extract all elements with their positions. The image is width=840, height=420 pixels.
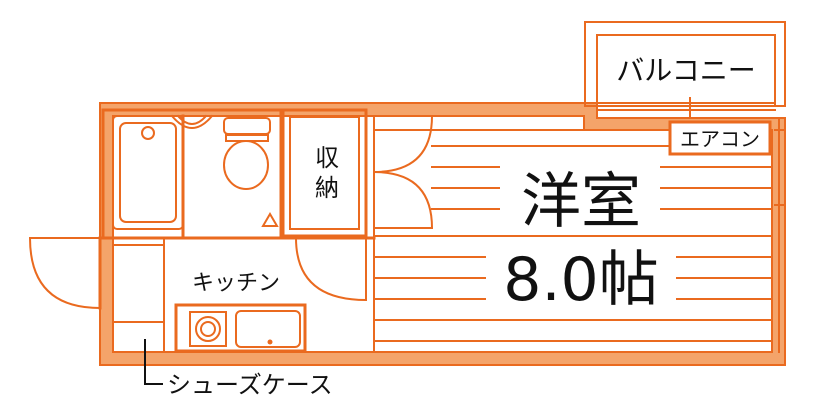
western-room-label: 洋室 [521, 167, 641, 237]
storage-closet [281, 108, 368, 238]
bathroom-wall [101, 108, 283, 240]
storage-label-2: 納 [315, 174, 339, 202]
bathtub [112, 115, 184, 230]
kitchen-label: キッチン [192, 271, 280, 296]
balcony-label: バルコニー [616, 54, 755, 87]
room-size-label: 8.0帖 [503, 245, 658, 315]
kitchen-sink [235, 310, 301, 348]
balcony-inner [596, 34, 776, 107]
toilet-bowl [223, 140, 269, 190]
walls [28, 21, 786, 385]
shoe-cabinet-label: シューズケース [167, 371, 333, 399]
kitchen-counter [174, 303, 307, 353]
toilet-tank [223, 117, 271, 135]
aircon-box [668, 120, 772, 156]
storage-label-1: 収 [315, 144, 339, 172]
aircon-label: エアコン [680, 127, 760, 151]
